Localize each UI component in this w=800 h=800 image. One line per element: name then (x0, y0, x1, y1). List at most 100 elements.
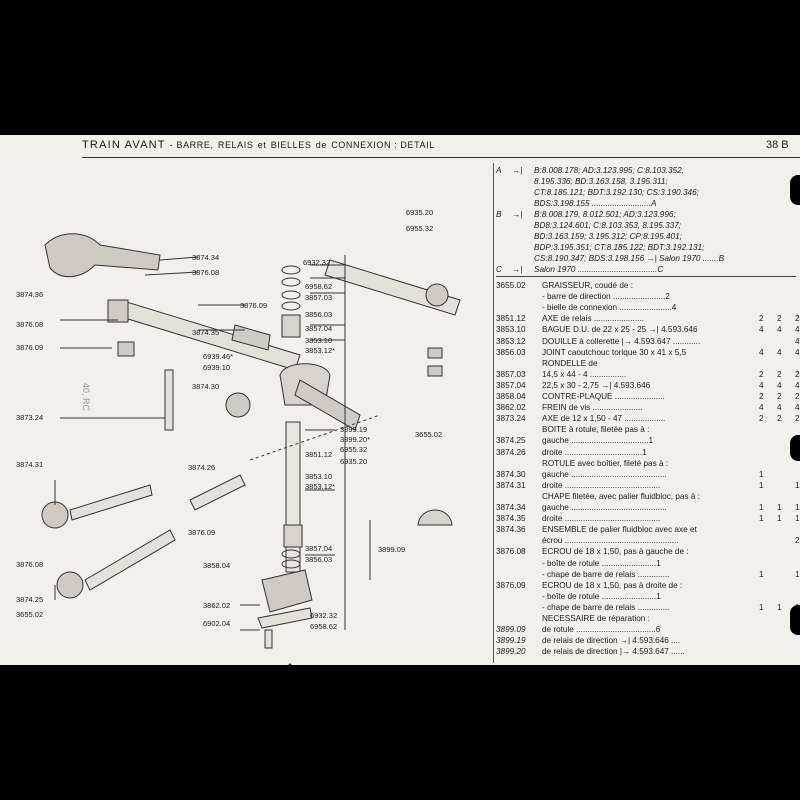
parts-desc: - boîte de rotule ......................… (542, 591, 661, 601)
exploded-view-drawing: 6935.20 6955.32 6932.32 6958.62 3857.03 … (0, 160, 492, 665)
callout-3655-02-b: 3655.02 (16, 610, 44, 619)
callout-6955-32-b: 6955.32 (340, 445, 368, 454)
parts-q2: 1 (777, 514, 782, 524)
lock-plate (257, 607, 313, 629)
parts-desc: droite .................................… (542, 480, 661, 490)
parts-q2: 4 (777, 325, 782, 335)
parts-desc: de rotule ..............................… (542, 625, 661, 635)
title-part-c: et (257, 140, 267, 150)
parts-desc: droite .................................… (542, 447, 647, 457)
callout-6932-32: 6932.32 (303, 258, 331, 267)
variant-a-row-1: A→|B:8.008.178; AD:3.123.995; C:8.103.35… (496, 166, 684, 175)
parts-code: 3874.26 (496, 447, 526, 457)
callout-3899-19: 3899.19 (340, 425, 368, 434)
column-divider (493, 163, 494, 663)
parts-q2: 2 (777, 369, 782, 379)
centerline (249, 414, 381, 461)
parts-q3: 4 (795, 380, 800, 390)
parts-code: 3876.08 (496, 547, 526, 557)
parts-q3: 2 (795, 536, 800, 546)
variant-b-row-4: BDP:3.195.351; CT:8.185.122; BDT:3.192.1… (534, 243, 705, 252)
parts-code: 3874.36 (496, 525, 526, 535)
parts-code: 3874.35 (496, 514, 526, 524)
screw (264, 629, 273, 649)
parts-q3: 1 (795, 503, 800, 512)
parts-q1: 1 (759, 480, 764, 490)
catalog-page: TRAIN AVANT - BARRE, RELAIS et BIELLES d… (0, 135, 800, 665)
counter-plate (261, 569, 313, 613)
callout-3853-12-b: 3853.12* (305, 482, 336, 491)
relay-axle (285, 421, 301, 573)
ball-joint-cup (417, 509, 453, 526)
parts-row: RONDELLE de (496, 358, 800, 369)
title-part-e: de (315, 140, 327, 150)
parts-q3: 2 (795, 369, 800, 379)
binding-hole-1 (790, 175, 800, 205)
parts-code: 3899.19 (496, 636, 526, 646)
parts-desc: 22,5 x 30 - 2,75 →| 4.593.646 (542, 380, 651, 390)
callout-3876-09-b: 3876.09 (240, 301, 268, 310)
parts-row: ROTULE avec boîtier, fileté pas à : (496, 458, 800, 469)
parts-q3: 2 (795, 314, 800, 324)
parts-drawing-svg (41, 233, 461, 665)
washer-1 (281, 265, 301, 275)
rod-left-lower (69, 484, 153, 521)
callout-3851-12: 3851.12 (305, 450, 333, 459)
nut-right-top (427, 347, 443, 359)
parts-row: - bielle de connexion ..................… (496, 302, 800, 313)
parts-desc: écrou ..................................… (542, 536, 679, 546)
parts-q3: 4 (795, 403, 800, 413)
parts-q1: 1 (759, 503, 764, 512)
parts-code: 3857.04 (496, 380, 526, 390)
parts-row: 3857.04 22,5 x 30 - 2,75 →| 4.593.646 4 4 4 (496, 380, 800, 391)
title-part-f: CONNEXION : DETAIL (331, 140, 435, 150)
parts-desc: - chape de barre de relais .............… (542, 602, 670, 612)
rod-bottom (84, 529, 176, 591)
parts-row: 3874.26 droite ..........................… (496, 447, 800, 458)
parts-desc: BOITE à rotule, filetée pas à : (542, 425, 650, 435)
variant-c-row: C→|Salon 1970 ..........................… (496, 265, 664, 274)
callout-3876-09-a: 3876.09 (16, 343, 44, 352)
parts-q1: 4 (759, 380, 764, 390)
callout-3856-03: 3856.03 (305, 310, 333, 319)
callout-3853-10-b: 3853.10 (305, 472, 333, 481)
parts-row: - barre de direction ...................… (496, 291, 800, 302)
callout-6955-32: 6955.32 (406, 224, 434, 233)
parts-q1: 1 (759, 469, 764, 479)
title-part-b: RELAIS (217, 140, 254, 150)
parts-q2: 4 (777, 380, 782, 390)
callout-3874-30: 3874.30 (192, 382, 220, 391)
callout-3857-04-b: 3857.04 (305, 544, 333, 553)
parts-q1: 2 (759, 392, 764, 401)
parts-desc: - barre de direction ...................… (542, 292, 670, 302)
parts-q1: 2 (759, 414, 764, 424)
parts-code: 3899.20 (496, 647, 526, 657)
ball-joint-lower (56, 571, 84, 599)
variant-b-row-1: B→|B:8.008.179, 8.012.501; AD:3.123.996; (496, 210, 676, 219)
parts-code: 3874.34 (496, 503, 526, 512)
parts-code: 3857.03 (496, 369, 526, 379)
parts-code: 3873.24 (496, 414, 526, 424)
callout-3874-36: 3874.36 (16, 290, 44, 299)
parts-q3: 4 (795, 325, 800, 335)
parts-q1: 4 (759, 403, 764, 413)
parts-code: 3853.10 (496, 325, 526, 335)
callout-3874-26: 3874.26 (188, 463, 216, 472)
parts-desc: - chape de barre de relais .............… (542, 569, 670, 579)
callout-3856-03-b: 3856.03 (305, 555, 333, 564)
rod-right-lower (189, 474, 246, 511)
callout-3858-04: 3858.04 (203, 561, 231, 570)
ball-joint-left (41, 501, 69, 529)
washer-3 (281, 290, 301, 300)
callout-3853-10: 3853.10 (305, 336, 333, 345)
variant-a-row-3: CT:8.185.121; BDT:3.192.130; CS:3.190.34… (534, 188, 699, 197)
variant-b-row-2: BD8:3.124.601; C:8.103.353, 8.195.337; (534, 221, 682, 230)
callout-3857-03: 3857.03 (305, 293, 333, 302)
callout-3876-09-c: 3876.09 (188, 528, 216, 537)
print-dot (288, 663, 292, 665)
